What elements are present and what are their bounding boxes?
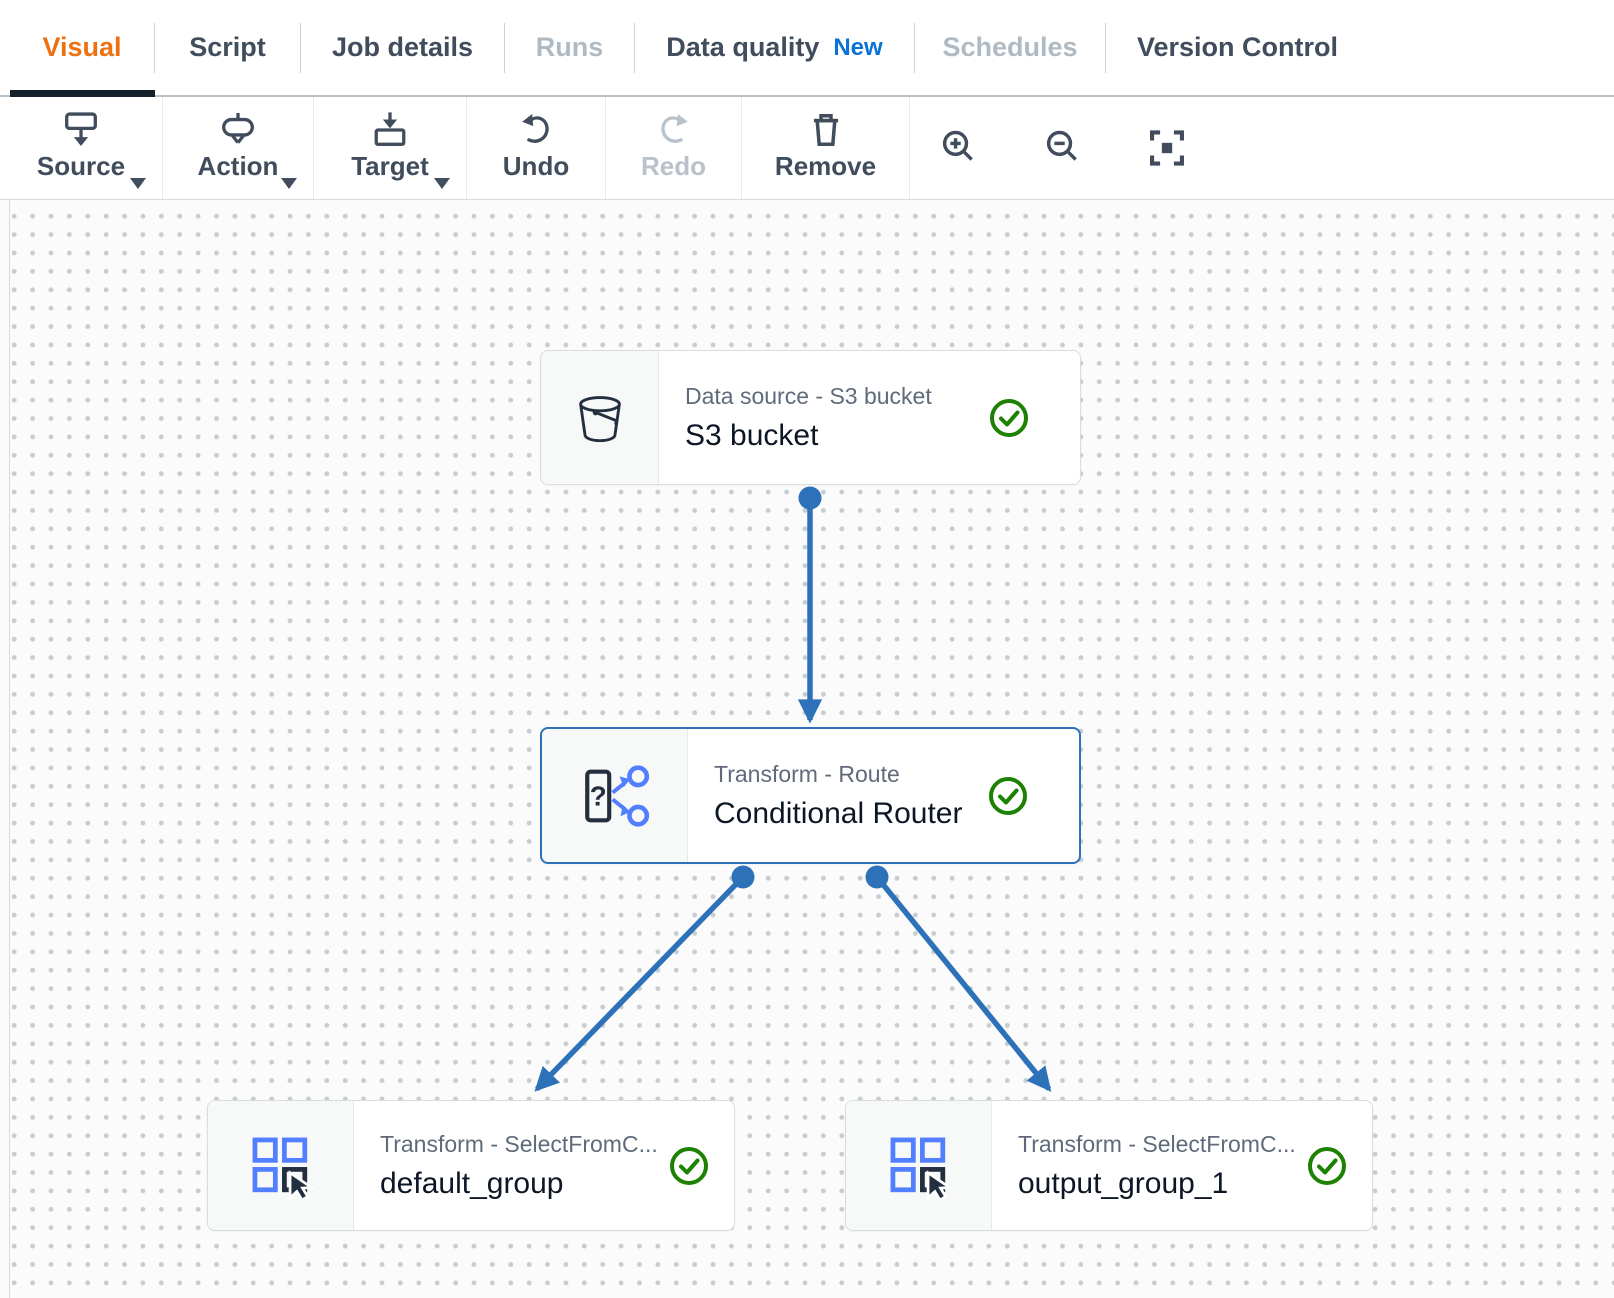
node-conditional-router[interactable]: ? Transform - Route Conditional Router [540,727,1081,864]
chevron-down-icon [130,178,146,189]
tab-separator [300,22,301,73]
edges-layer [534,486,1052,1092]
target-icon [374,112,406,146]
action-icon [222,112,254,144]
panel-left-border [9,0,10,1298]
tab-job-details[interactable]: Job details [301,0,504,95]
canvas-toolbar: Source Action [0,97,1614,200]
node-name: S3 bucket [685,418,819,452]
tab-schedules: Schedules [915,0,1105,95]
tab-job-details-label: Job details [331,32,474,62]
node-default-group[interactable]: Transform - SelectFromC... default_group [207,1100,735,1231]
target-button[interactable]: Target [314,97,466,199]
zoom-controls [910,97,1190,199]
trash-icon [813,113,838,147]
output-port-s3[interactable] [798,486,822,510]
tab-visual[interactable]: Visual [10,0,154,95]
toolbar-separator [741,97,742,199]
action-button[interactable]: Action [163,97,313,199]
undo-icon [522,114,549,143]
tab-separator [504,22,505,73]
node-text: Transform - SelectFromC... default_group [354,1101,658,1230]
node-type-label: Transform - SelectFromC... [380,1130,658,1157]
target-button-label: Target [351,151,429,181]
toolbar-separator [909,97,910,199]
tab-separator [914,22,915,73]
output-port-router-group1[interactable] [865,865,889,889]
chevron-down-icon [281,178,297,189]
edge-router-to-default-group [534,875,745,1092]
node-text: Transform - Route Conditional Router [688,729,962,862]
tab-runs-label: Runs [535,32,604,62]
node-text: Transform - SelectFromC... output_group_… [992,1101,1296,1230]
new-badge: New [833,33,883,61]
source-icon [65,112,97,146]
editor-tab-bar: Visual Script Job details Runs Data qual… [0,0,1614,97]
fit-to-screen-icon [1149,130,1185,166]
job-graph-canvas[interactable]: Data source - S3 bucket S3 bucket ? [0,200,1614,1298]
node-type-label: Data source - S3 bucket [685,382,932,409]
action-button-label: Action [197,151,279,181]
node-text: Data source - S3 bucket S3 bucket [659,351,932,484]
source-button[interactable]: Source [0,97,162,199]
toolbar-separator [466,97,467,199]
tab-separator [634,22,635,73]
node-output-group-1[interactable]: Transform - SelectFromC... output_group_… [845,1100,1373,1231]
tab-version-control-label: Version Control [1136,32,1339,62]
node-icon-panel [541,351,659,484]
tab-data-quality[interactable]: Data quality New [635,0,914,95]
output-port-router-default[interactable] [731,865,755,889]
select-from-collection-icon [252,1137,315,1200]
node-name: output_group_1 [1018,1166,1229,1200]
node-name: default_group [380,1166,564,1200]
remove-button-label: Remove [774,151,877,181]
s3-bucket-icon [578,395,621,442]
toolbar-separator [313,97,314,199]
zoom-in-button[interactable] [936,125,982,171]
zoom-in-icon [942,130,973,161]
valid-check-icon [670,1146,708,1185]
edge-router-to-output-group-1 [874,875,1052,1092]
undo-button[interactable]: Undo [467,97,605,199]
node-icon-panel [846,1101,992,1230]
tab-runs: Runs [505,0,634,95]
remove-button[interactable]: Remove [742,97,909,199]
conditional-router-icon: ? [584,764,649,827]
svg-text:?: ? [589,780,606,811]
node-type-label: Transform - SelectFromC... [1018,1130,1296,1157]
valid-check-icon [1308,1146,1346,1185]
redo-icon [660,114,688,143]
valid-check-icon [990,398,1028,437]
node-name: Conditional Router [714,796,963,830]
zoom-out-icon [1046,130,1077,161]
node-s3-bucket[interactable]: Data source - S3 bucket S3 bucket [540,350,1081,485]
tab-data-quality-label: Data quality [666,32,820,62]
node-type-label: Transform - Route [714,760,900,787]
tab-separator [154,22,155,73]
redo-button: Redo [606,97,741,199]
select-from-collection-icon [890,1137,953,1200]
tab-script-label: Script [189,32,266,62]
tab-separator [1105,22,1106,73]
toolbar-separator [605,97,606,199]
fit-to-screen-button[interactable] [1144,125,1190,171]
tab-schedules-label: Schedules [942,32,1078,62]
valid-check-icon [989,776,1027,815]
tab-script[interactable]: Script [155,0,300,95]
zoom-out-button[interactable] [1040,125,1086,171]
source-button-label: Source [36,151,126,181]
node-icon-panel [208,1101,354,1230]
tab-version-control[interactable]: Version Control [1106,0,1369,95]
undo-button-label: Undo [502,151,570,181]
redo-button-label: Redo [641,151,706,181]
chevron-down-icon [434,178,450,189]
active-tab-underline [10,90,155,97]
tab-visual-label: Visual [42,32,122,62]
toolbar-separator [162,97,163,199]
node-icon-panel: ? [542,729,688,862]
